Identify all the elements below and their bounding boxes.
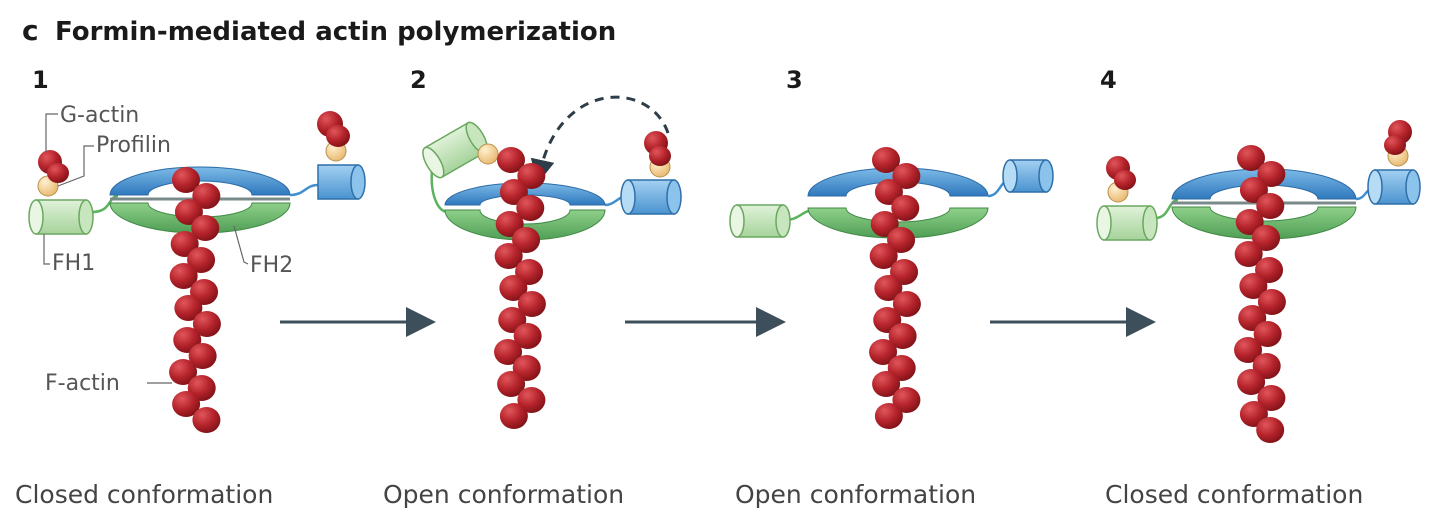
fh1-blue-cylinder bbox=[1002, 159, 1054, 193]
actin-subunit bbox=[494, 339, 523, 365]
step-2-f-actin bbox=[494, 147, 546, 429]
actin-subunit bbox=[1257, 289, 1286, 315]
caption-step-4: Closed conformation bbox=[1105, 480, 1363, 509]
label-fh1: FH1 bbox=[52, 251, 95, 276]
actin-subunit bbox=[1257, 161, 1286, 187]
actin-subunit bbox=[892, 163, 921, 189]
actin-subunit bbox=[172, 391, 201, 417]
actin-subunit bbox=[191, 215, 220, 241]
actin-subunit bbox=[874, 403, 903, 429]
actin-subunit bbox=[172, 167, 200, 193]
actin-subunit bbox=[888, 323, 917, 349]
actin-subunit bbox=[869, 339, 898, 365]
actin-subunit bbox=[869, 243, 898, 269]
fh1-green-cylinder bbox=[28, 199, 94, 235]
fh1-blue-cylinder bbox=[620, 179, 682, 215]
actin-subunit bbox=[513, 323, 542, 349]
label-g-actin: G-actin bbox=[60, 103, 139, 128]
actin-subunit bbox=[192, 407, 221, 433]
step-2-formin bbox=[422, 95, 682, 241]
step-1-f-actin bbox=[169, 167, 221, 433]
fh1-green-cylinder bbox=[729, 204, 791, 238]
label-f-actin: F-actin bbox=[45, 371, 120, 396]
label-profilin: Profilin bbox=[96, 133, 171, 158]
actin-subunit bbox=[499, 275, 528, 301]
actin-subunit bbox=[499, 403, 528, 429]
actin-subunit bbox=[517, 291, 546, 317]
step-number-3: 3 bbox=[786, 66, 803, 94]
dashed-transfer-arrow bbox=[530, 95, 670, 184]
actin-subunit bbox=[1234, 241, 1263, 267]
step-number-2: 2 bbox=[410, 66, 427, 94]
actin-subunit bbox=[1253, 321, 1282, 347]
actin-subunit bbox=[1234, 337, 1263, 363]
caption-step-2: Open conformation bbox=[383, 480, 624, 509]
actin-subunit bbox=[517, 163, 546, 189]
caption-step-3: Open conformation bbox=[735, 480, 976, 509]
fh1-blue-cylinder bbox=[317, 164, 366, 200]
actin-subunit bbox=[188, 343, 217, 369]
actin-subunit bbox=[1237, 369, 1266, 395]
fh1-green-cylinder bbox=[422, 121, 488, 179]
actin-subunit bbox=[874, 275, 903, 301]
actin-subunit bbox=[512, 227, 541, 253]
fh1-blue-cylinder bbox=[1367, 169, 1421, 205]
panel-letter: c bbox=[22, 14, 39, 47]
actin-subunit bbox=[891, 195, 920, 221]
actin-subunit bbox=[516, 195, 545, 221]
step-number-4: 4 bbox=[1100, 66, 1117, 94]
label-fh2: FH2 bbox=[250, 253, 293, 278]
actin-subunit bbox=[892, 291, 921, 317]
actin-subunit bbox=[1256, 193, 1285, 219]
actin-subunit bbox=[872, 371, 901, 397]
actin-subunit bbox=[494, 243, 523, 269]
actin-subunit bbox=[1257, 385, 1286, 411]
step-number-1: 1 bbox=[32, 66, 49, 94]
actin-subunit bbox=[887, 227, 916, 253]
actin-subunit bbox=[169, 359, 198, 385]
actin-subunit bbox=[872, 147, 900, 173]
actin-subunit bbox=[192, 311, 221, 337]
actin-subunit bbox=[517, 387, 546, 413]
actin-subunit bbox=[1239, 273, 1268, 299]
actin-subunit bbox=[187, 247, 216, 273]
actin-subunit bbox=[169, 263, 198, 289]
page-title: Formin-mediated actin polymerization bbox=[55, 17, 616, 47]
actin-subunit bbox=[174, 295, 203, 321]
step-3-f-actin bbox=[869, 147, 921, 429]
actin-subunit bbox=[497, 371, 526, 397]
actin-subunit bbox=[192, 183, 221, 209]
fh1-green-cylinder bbox=[1096, 205, 1158, 241]
actin-subunit bbox=[1252, 225, 1281, 251]
step-4-f-actin bbox=[1234, 145, 1286, 443]
actin-subunit bbox=[1256, 417, 1285, 443]
actin-subunit bbox=[1237, 145, 1265, 171]
actin-subunit bbox=[497, 147, 525, 173]
caption-step-1: Closed conformation bbox=[15, 480, 273, 509]
actin-subunit bbox=[892, 387, 921, 413]
